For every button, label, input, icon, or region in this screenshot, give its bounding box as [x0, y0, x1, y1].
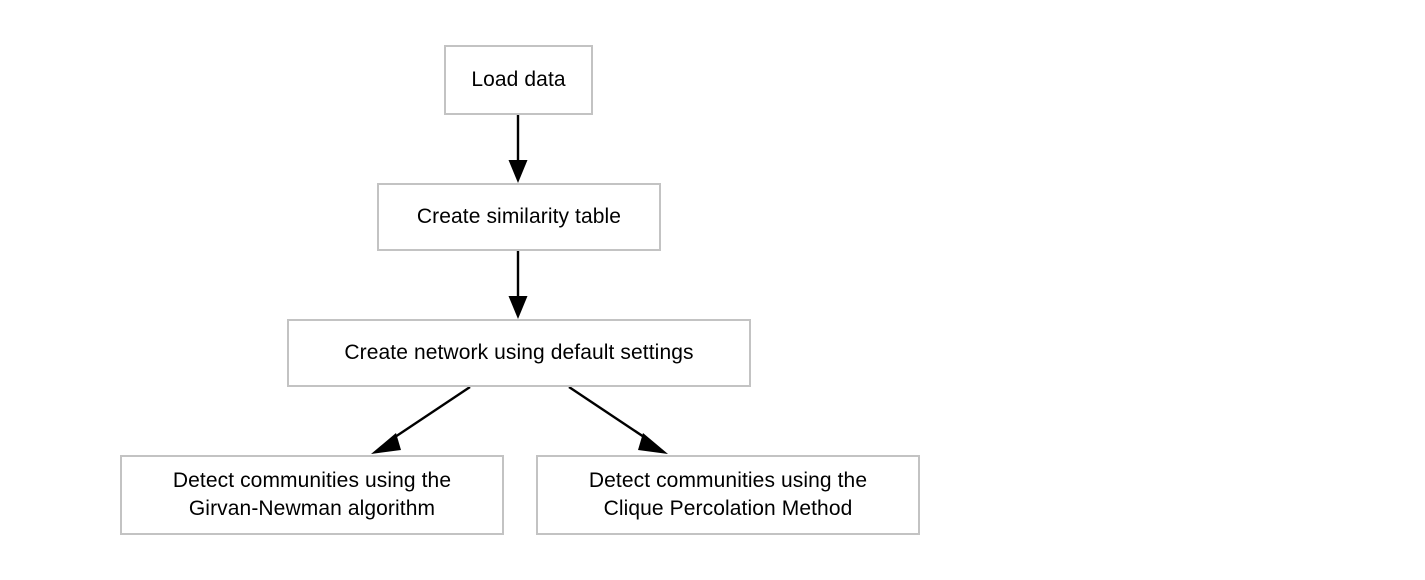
- node-load-data[interactable]: Load data: [444, 45, 593, 115]
- node-clique-percolation-label: Detect communities using the Clique Perc…: [588, 469, 868, 520]
- edge-similarity-to-network: [508, 251, 528, 319]
- node-clique-percolation[interactable]: Detect communities using the Clique Perc…: [536, 455, 920, 535]
- node-create-network[interactable]: Create network using default settings: [287, 319, 751, 387]
- edge-load-to-similarity: [508, 115, 528, 183]
- node-create-similarity-table[interactable]: Create similarity table: [377, 183, 661, 251]
- edge-network-to-girvan: [371, 386, 471, 454]
- node-load-data-label: Load data: [471, 68, 566, 92]
- node-create-network-label: Create network using default settings: [344, 341, 694, 365]
- node-create-similarity-table-label: Create similarity table: [416, 205, 622, 229]
- node-girvan-newman-label: Detect communities using the Girvan-Newm…: [172, 469, 452, 520]
- edge-network-to-clique: [568, 386, 668, 454]
- node-girvan-newman[interactable]: Detect communities using the Girvan-Newm…: [120, 455, 504, 535]
